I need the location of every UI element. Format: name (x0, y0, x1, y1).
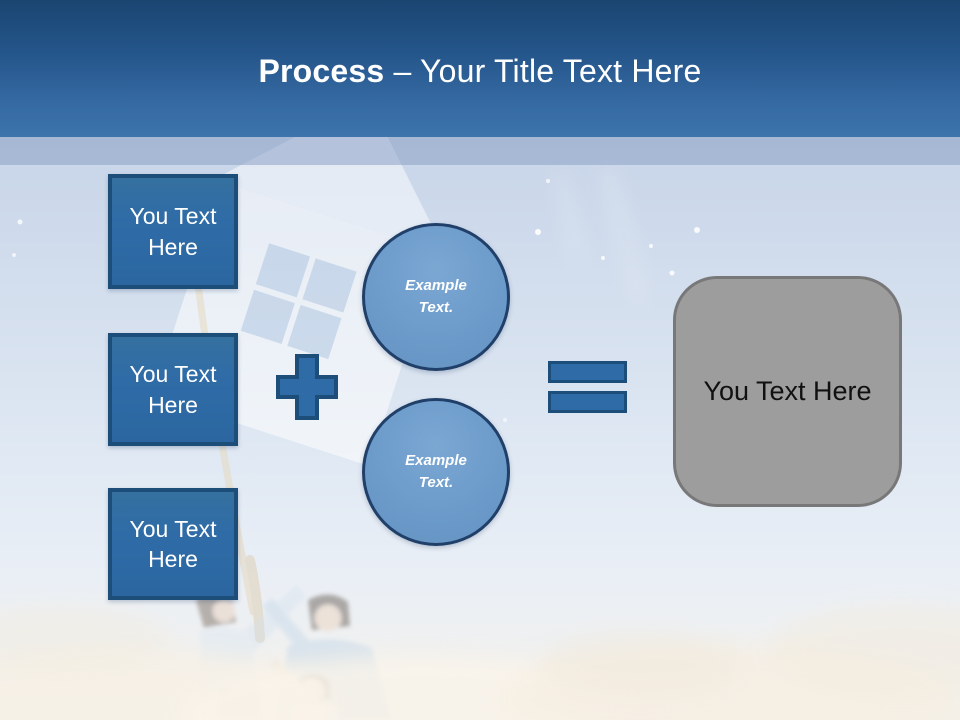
clouds (0, 605, 960, 720)
process-box-1-label: You Text Here (129, 203, 217, 260)
slide-title-keyword: Process (258, 53, 385, 89)
process-box-1: You Text Here (108, 174, 238, 289)
plus-icon (276, 354, 338, 420)
example-circle-1-label: Example Text. (405, 276, 467, 317)
process-box-2: You Text Here (108, 333, 238, 446)
horizon-band (0, 137, 960, 165)
slide-title-rest: – Your Title Text Here (393, 53, 702, 89)
title-bar: Process – Your Title Text Here (0, 0, 960, 137)
equals-bottom-bar (548, 391, 627, 413)
result-box-label: You Text Here (703, 376, 872, 406)
process-box-2-label: You Text Here (129, 361, 217, 418)
equals-icon (548, 361, 627, 413)
example-circle-1: Example Text. (362, 223, 510, 371)
result-box: You Text Here (673, 276, 902, 507)
light-streaks (555, 165, 645, 300)
process-box-3-label: You Text Here (129, 515, 217, 572)
equals-top-bar (548, 361, 627, 383)
example-circle-2: Example Text. (362, 398, 510, 546)
star-dots (12, 179, 700, 422)
slide-title: Process – Your Title Text Here (258, 53, 701, 90)
example-circle-2-label: Example Text. (405, 451, 467, 492)
process-box-3: You Text Here (108, 488, 238, 600)
